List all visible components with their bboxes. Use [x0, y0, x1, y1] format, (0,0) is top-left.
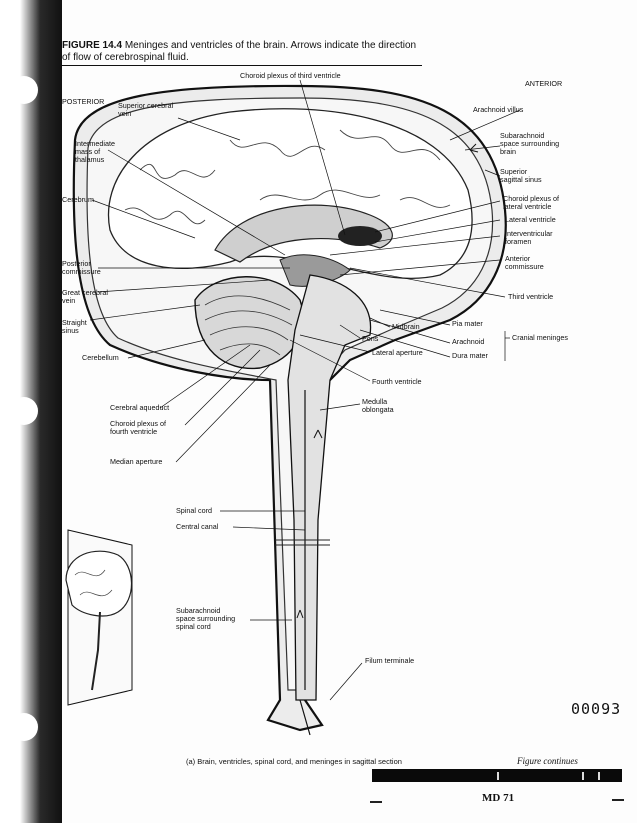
leader-lines — [89, 79, 521, 701]
label-cerebellum: Cerebellum — [82, 353, 119, 362]
label-lateral-aperture: Lateral aperture — [372, 348, 423, 357]
label-lateral-ventricle: Lateral ventricle — [505, 215, 556, 224]
bates-number: 00093 — [571, 700, 622, 718]
label-straight-sinus: Straight sinus — [62, 318, 87, 335]
lateral-ventricle — [214, 204, 393, 263]
label-pia-mater: Pia mater — [452, 319, 483, 328]
page-number: MD 71 — [482, 792, 515, 804]
label-intermediate-mass: Intermediate mass of thalamus — [75, 139, 115, 164]
filum-terminale — [299, 699, 311, 736]
label-great-cerebral-vein: Great cerebral vein — [62, 288, 108, 305]
punch-hole — [10, 397, 38, 425]
label-posterior-commissure: Posterior commissure — [62, 259, 101, 276]
label-cranial-meninges: Cranial meninges — [512, 333, 568, 342]
label-cerebrum: Cerebrum — [62, 195, 94, 204]
subfigure-caption: (a) Brain, ventricles, spinal cord, and … — [186, 757, 402, 766]
label-spinal-cord: Spinal cord — [176, 506, 212, 515]
label-superior-sagittal-sinus: Superior sagittal sinus — [500, 167, 542, 184]
label-anterior-commissure: Anterior commissure — [505, 254, 544, 271]
label-superior-cerebral-vein: Superior cerebral vein — [118, 101, 174, 118]
figure-caption: FIGURE 14.4 Meninges and ventricles of t… — [62, 40, 422, 66]
figure-number: FIGURE 14.4 — [62, 40, 123, 51]
label-choroid-plexus-lateral-ventricle: Choroid plexus of lateral ventricle — [503, 194, 559, 211]
choroid-plexus-third-ventricle — [338, 226, 382, 246]
page-bar — [372, 769, 622, 782]
label-third-ventricle: Third ventricle — [508, 292, 554, 301]
label-cerebral-aqueduct: Cerebral aqueduct — [110, 403, 170, 412]
inset-gyri — [74, 569, 113, 597]
dash-mark — [370, 801, 382, 803]
label-anterior: ANTERIOR — [525, 79, 563, 88]
label-dura-mater: Dura mater — [452, 351, 488, 360]
punch-hole — [10, 76, 38, 104]
cerebellum-folia — [204, 295, 293, 356]
label-median-aperture: Median aperture — [110, 457, 163, 466]
label-choroid-plexus-fourth-ventricle: Choroid plexus of fourth ventricle — [110, 419, 166, 436]
dash-mark — [612, 799, 624, 801]
label-arachnoid: Arachnoid — [452, 337, 485, 346]
figure-continues: Figure continues — [517, 756, 578, 766]
punch-hole — [10, 713, 38, 741]
figure-title: Meninges and ventricles of the brain. Ar… — [62, 40, 417, 63]
brainstem-spinal-cord — [287, 274, 372, 701]
inset-spinal-cord — [91, 611, 101, 691]
label-fourth-ventricle: Fourth ventricle — [372, 377, 422, 386]
label-subarachnoid-space-spinal: Subarachnoid space surrounding spinal co… — [176, 606, 236, 631]
label-pons: Pons — [362, 334, 379, 343]
inset-brain — [65, 550, 133, 617]
label-subarachnoid-space-brain: Subarachnoid space surrounding brain — [500, 131, 560, 156]
label-choroid-plexus-third-ventricle: Choroid plexus of third ventricle — [240, 71, 341, 80]
label-interventricular-foramen: Interventricular foramen — [505, 229, 553, 246]
label-filum-terminale: Filum terminale — [365, 656, 415, 665]
thalamus — [279, 254, 351, 287]
label-midbrain: Midbrain — [392, 322, 420, 331]
cerebrum-gyri — [124, 129, 451, 225]
csf-flow-arrows — [296, 143, 479, 619]
label-arachnoid-villus: Arachnoid villus — [473, 105, 524, 114]
label-central-canal: Central canal — [176, 522, 219, 531]
label-posterior: POSTERIOR — [62, 97, 105, 106]
label-medulla-oblongata: Medulla oblongata — [362, 397, 394, 414]
